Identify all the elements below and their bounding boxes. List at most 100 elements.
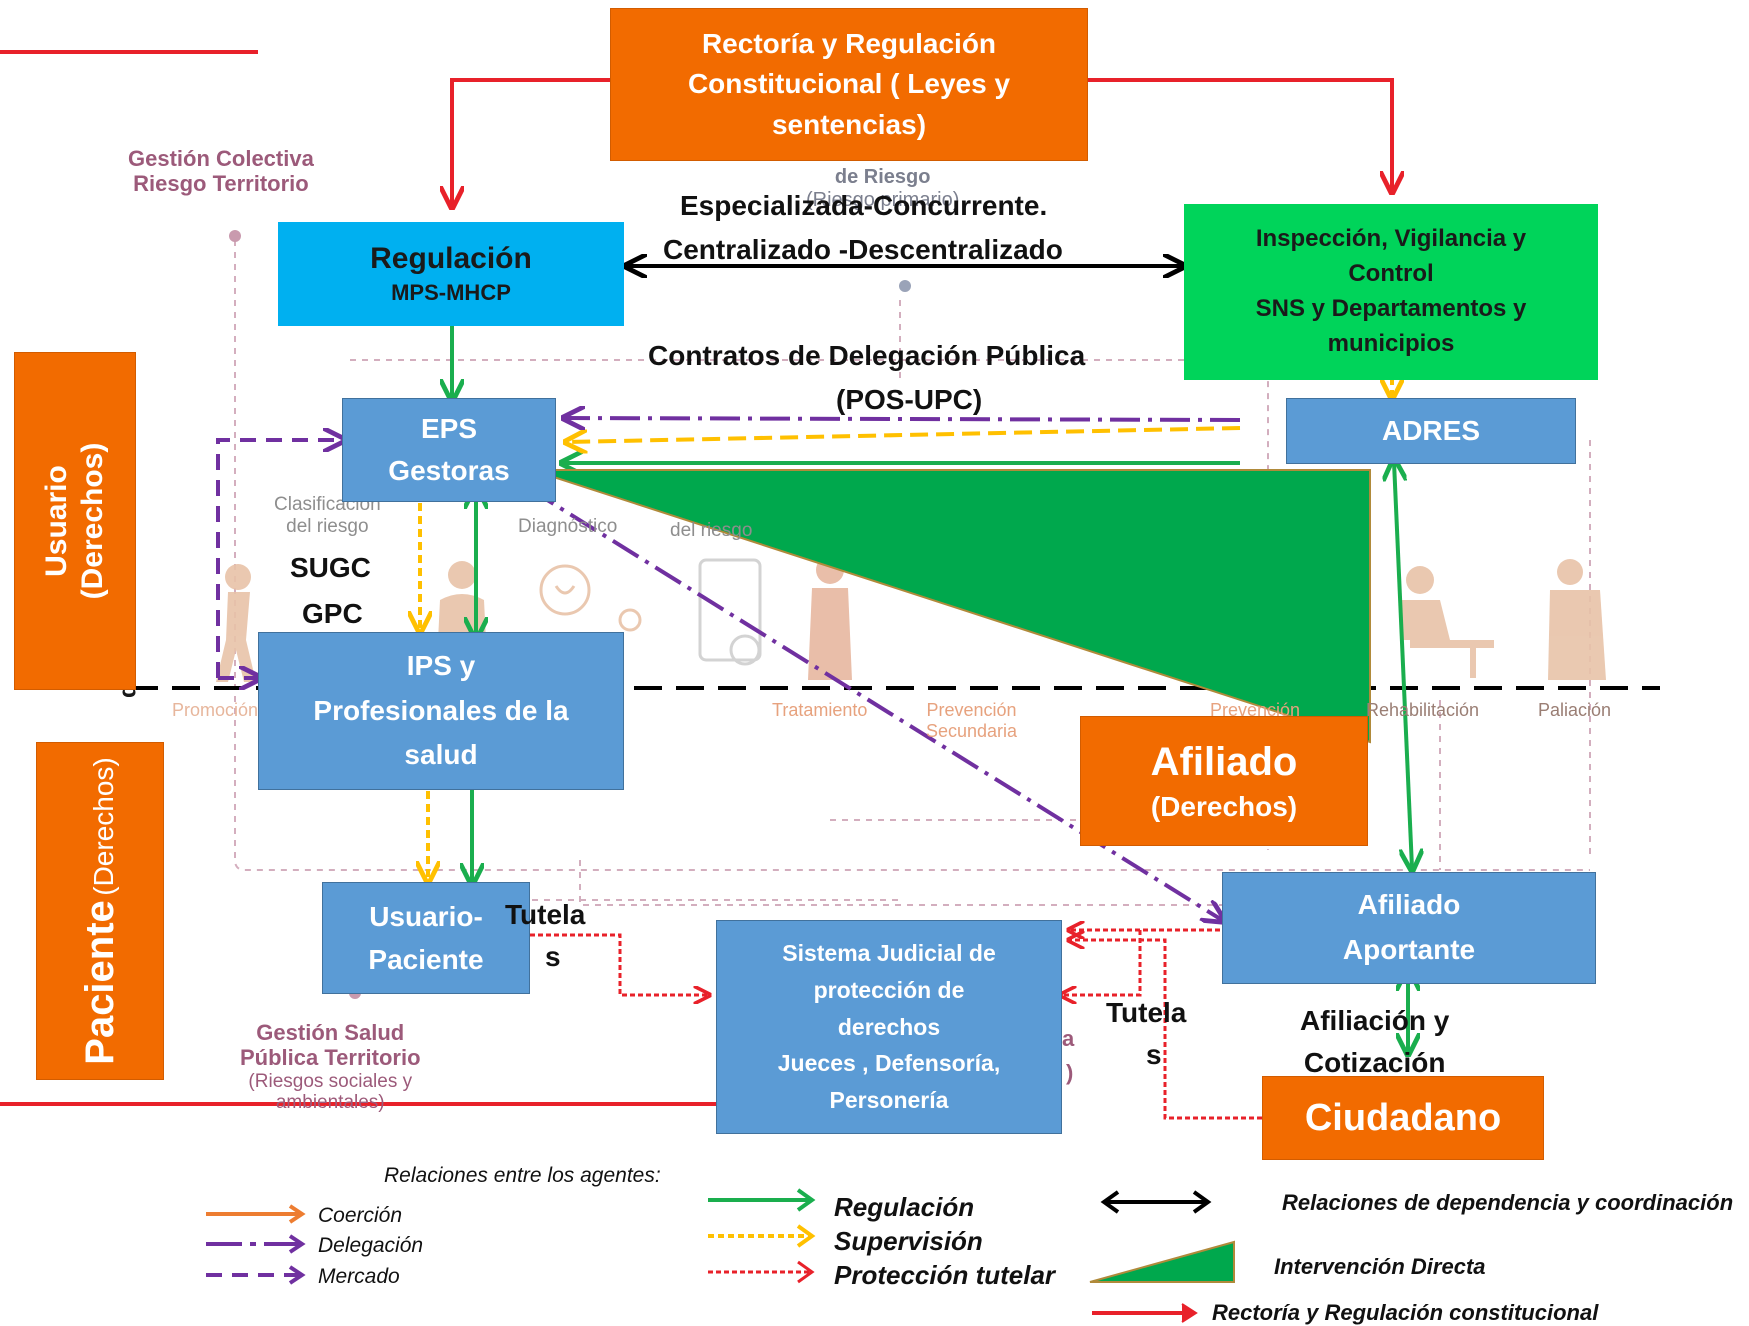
legend-intervencion: Intervención Directa (1274, 1254, 1486, 1279)
afiliacion-line: Cotización (1303, 1047, 1446, 1078)
label-tutelas-1: Tutela s (505, 894, 585, 978)
tutelas-line: s (545, 941, 561, 972)
legend-protection-arrow (708, 1260, 815, 1284)
ciudadano-label: Ciudadano (1304, 1096, 1502, 1139)
legend-coercion-arrow (206, 1204, 306, 1224)
protection-arrow-ciudadano-judicial (1070, 940, 1262, 1120)
protection-arrow-usuario-judicial (530, 933, 708, 995)
elderly-person-icon (1548, 559, 1606, 680)
direct-intervention-triangle (531, 469, 1371, 744)
rectoria-box: Rectoría y Regulación Constitucional ( L… (610, 8, 1088, 161)
sistema-judicial-box: Sistema Judicial de protección de derech… (716, 920, 1062, 1134)
regulation-arrow-adres-afiliado (1394, 462, 1412, 868)
bg-text: Prevención (926, 700, 1017, 720)
adres-box: ADRES (1286, 398, 1576, 464)
afiliacion-line: Afiliación y (1300, 1005, 1450, 1036)
doctor-icon (808, 556, 852, 680)
label-gpc: GPC (302, 598, 363, 629)
ivc-box: Inspección, Vigilancia y Control SNS y D… (1184, 204, 1598, 380)
usuario-paciente-line: Usuario- (369, 900, 483, 932)
tutelas-line: s (1146, 1039, 1162, 1070)
paciente-derechos-text: Paciente (Derechos) (78, 757, 122, 1064)
bg-text: (Riesgo primario) (805, 189, 960, 211)
bg-text: Riesgo Territorio (133, 171, 309, 197)
ivc-line: municipios (1327, 329, 1455, 357)
eps-line: Gestoras (388, 455, 510, 486)
ciudadano-box: Ciudadano (1262, 1076, 1544, 1160)
usuario-paciente-box: Usuario- Paciente (322, 882, 530, 994)
bg-text: de Riesgo (834, 166, 931, 188)
legend-intervention-triangle (1089, 1240, 1235, 1283)
afiliado-title: Afiliado (1150, 739, 1298, 784)
judicial-line: Jueces , Defensoría, (777, 1050, 1001, 1077)
usuario-derechos-box: Usuario (Derechos) (14, 352, 136, 690)
legend-coercion: Coerción (318, 1204, 403, 1227)
afiliado-aportante-line: Aportante (1342, 934, 1476, 965)
rectoria-arrow-left (452, 78, 610, 205)
bg-gestion-colectiva: Gestión Colectiva Riesgo Territorio (128, 146, 314, 197)
route-dot-center (899, 280, 911, 292)
bg-text: Secundaria (926, 720, 1018, 741)
legend-title: Relaciones entre los agentes: (384, 1164, 661, 1187)
rectoria-line: sentencias) (771, 108, 927, 140)
protection-arrow-afiliado-judicial-2 (1062, 928, 1220, 995)
adres-label: ADRES (1381, 415, 1480, 446)
ivc-line: Control (1348, 260, 1434, 288)
usuario-paciente-line: Paciente (368, 944, 484, 975)
label-contratos: Contratos de Delegación Pública (648, 340, 1086, 371)
legend-regulacion: Regulación (834, 1192, 975, 1222)
ivc-line: SNS y Departamentos y (1255, 295, 1527, 322)
legend-supervision: Supervisión (834, 1226, 983, 1256)
label-pos-upc: (POS-UPC) (836, 384, 983, 415)
regulacion-title: Regulación (370, 242, 532, 275)
bg-paliacion: Paliación (1538, 700, 1612, 720)
rectoria-line: Constitucional ( Leyes y (687, 68, 1011, 100)
legend-mercado: Mercado (318, 1265, 400, 1288)
tutelas-line: Tutela (505, 899, 586, 930)
bg-text: Pública Territorio (240, 1045, 421, 1071)
bg-text: del riesgo (286, 515, 369, 537)
label-sugc: SUGC (290, 552, 371, 583)
bg-partial-paren: ) (1066, 1060, 1074, 1085)
route-dot-left (229, 230, 241, 242)
checklist-icon (698, 558, 762, 666)
label-tutelas-2: Tutela s (1106, 992, 1186, 1076)
label-afiliacion: Afiliación y Cotización (1300, 1000, 1449, 1084)
bg-clasificacion: Clasificación del riesgo (274, 494, 381, 538)
bg-promocion: Promoción (172, 700, 259, 720)
bg-rehabilitacion: Rehabilitación (1366, 700, 1480, 720)
judicial-line: Personería (829, 1087, 949, 1114)
judicial-line: protección de (813, 976, 965, 1003)
label-centralizado: Centralizado -Descentralizado (663, 234, 1063, 265)
tutelas-line: Tutela (1106, 997, 1187, 1028)
afiliado-sub: (Derechos) (1150, 790, 1298, 822)
ips-line: Profesionales de la (313, 694, 569, 726)
paciente-sub: (Derechos) (88, 757, 119, 896)
legend-rectoria-arrow (1092, 1303, 1198, 1323)
paciente-title: Paciente (78, 900, 122, 1065)
bg-text: Gestión Salud (256, 1020, 405, 1045)
usuario-vertical-line: (Derechos) (76, 442, 109, 600)
legend-delegacion: Delegación (318, 1234, 424, 1257)
judicial-line: Sistema Judicial de (782, 940, 996, 966)
judicial-line: derechos (837, 1013, 941, 1040)
stethoscope-icon (539, 564, 642, 632)
delegation-arrow-eps-afiliado (526, 486, 1222, 920)
legend-proteccion: Protección tutelar (834, 1260, 1056, 1290)
bg-gestion-salud: Gestión Salud Pública Territorio (Riesgo… (240, 1020, 421, 1114)
bg-partial-a: a (1062, 1026, 1075, 1051)
usuario-vertical-line: Usuario (40, 465, 73, 577)
bg-tratamiento: Tratamiento (772, 700, 868, 720)
supervision-arrow-adres-eps (568, 426, 1241, 442)
legend-market-arrow (206, 1265, 306, 1285)
eps-line: EPS (420, 413, 478, 444)
legend-dependencia: Relaciones de dependencia y coordinación (1282, 1190, 1734, 1215)
paciente-derechos-box: Paciente (Derechos) (36, 742, 164, 1080)
regulacion-box: Regulación MPS-MHCP (278, 222, 624, 326)
ips-box: IPS y Profesionales de la salud (258, 632, 624, 790)
bg-text: Gestión Colectiva (128, 146, 314, 171)
legend-supervision-arrow (708, 1224, 816, 1248)
walking-person-icon (216, 564, 256, 682)
usuario-derechos-text: Usuario (Derechos) (39, 443, 111, 600)
